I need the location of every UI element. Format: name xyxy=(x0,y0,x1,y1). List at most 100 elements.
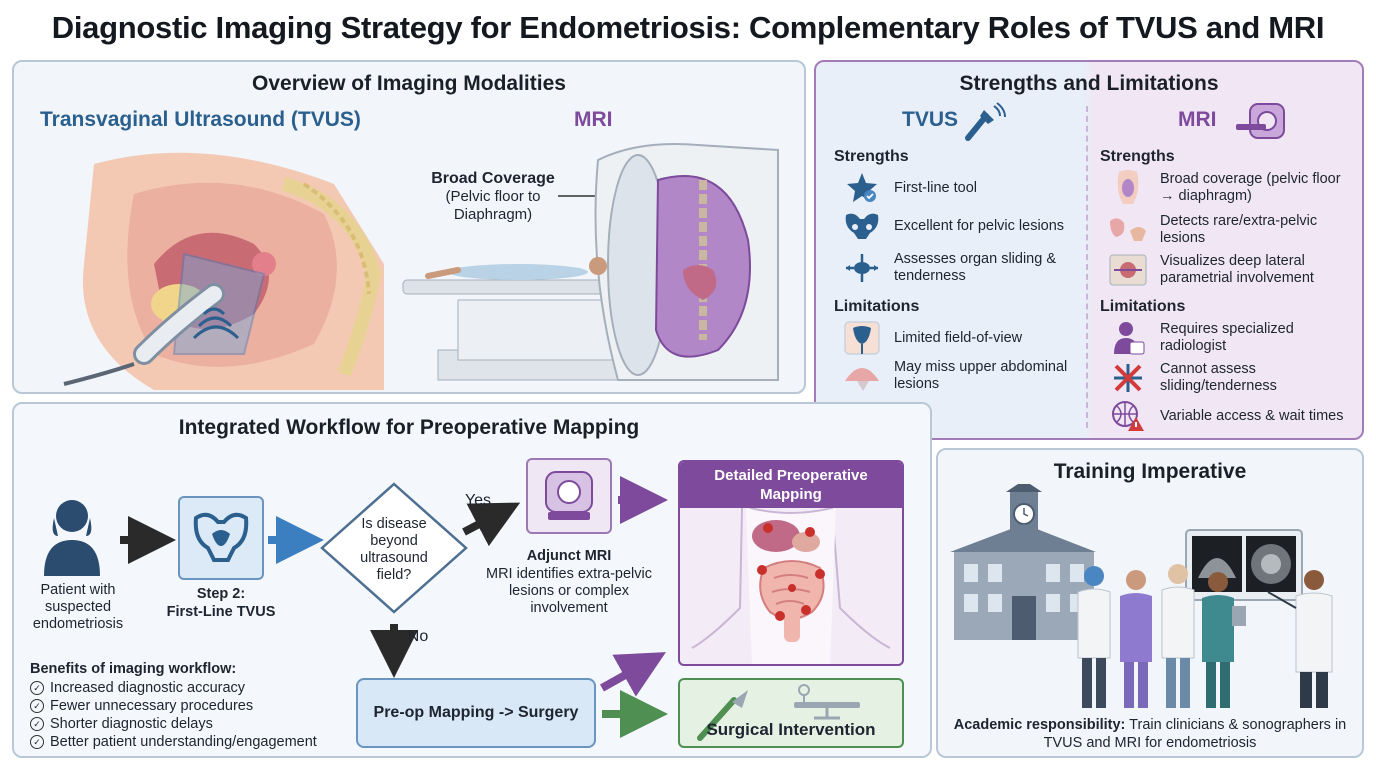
mri-limitation-item: Requires specialized radiologist xyxy=(1106,320,1356,356)
mri-limitation-item: Variable access & wait times xyxy=(1106,398,1362,434)
tvus-limitation-item: May miss upper abdominal lesions xyxy=(840,358,1070,394)
mri-scanner-illustration xyxy=(402,143,779,381)
benefit-item: ✓ Fewer unnecessary procedures xyxy=(30,697,317,715)
step2-subtitle: First-Line TVUS xyxy=(166,604,276,620)
mri-strength-item: Visualizes deep lateral parametrial invo… xyxy=(1106,252,1356,288)
mri-machine-icon xyxy=(545,471,593,520)
overview-title: Overview of Imaging Modalities xyxy=(252,72,566,95)
workflow-title: Integrated Workflow for Preoperative Map… xyxy=(178,416,640,439)
tvus-strengths-label: Strengths xyxy=(834,148,909,165)
tvus-heading: Transvaginal Ultrasound (TVUS) xyxy=(40,108,361,131)
benefit-text: Shorter diagnostic delays xyxy=(50,716,213,732)
ultrasound-probe-icon xyxy=(965,102,1006,141)
tvus-limitation-item: Limited field-of-view xyxy=(840,320,1070,356)
benefit-item: ✓ Shorter diagnostic delays xyxy=(30,715,317,733)
globe-warning-icon xyxy=(1106,398,1150,434)
scalpel-icon xyxy=(697,690,748,741)
coverage-sub: (Pelvic floor to Diaphragm) xyxy=(445,188,541,223)
star-check-icon xyxy=(840,170,884,206)
tvus-limitation-text: May miss upper abdominal lesions xyxy=(894,359,1068,392)
tvus-strength-text: Assesses organ sliding & tenderness xyxy=(894,251,1056,284)
mri-limitation-item: Cannot assess sliding/tenderness xyxy=(1106,360,1356,396)
surgical-intervention-label: Surgical Intervention xyxy=(706,720,876,739)
column-divider xyxy=(1086,106,1088,428)
tvus-anatomy-illustration xyxy=(63,152,384,390)
overview-panel: Overview of Imaging Modalities Transvagi… xyxy=(12,60,806,394)
step2-title: Step 2: xyxy=(196,586,246,602)
clinicians-group-illustration xyxy=(1077,564,1333,708)
page-title: Diagnostic Imaging Strategy for Endometr… xyxy=(51,10,1325,45)
torso-icon xyxy=(1106,170,1150,206)
detailed-mapping-title: Detailed Preoperative Mapping xyxy=(680,462,902,508)
mri-limitation-text: Variable access & wait times xyxy=(1160,407,1344,424)
body-lesion-map-illustration xyxy=(691,506,891,664)
decision-text: Is disease beyond ultrasound field? xyxy=(360,516,428,583)
mri-strength-item: Broad coverage (pelvic floor → diaphragm… xyxy=(1106,170,1356,206)
mri-limitation-text: Cannot assess sliding/tenderness xyxy=(1160,361,1277,394)
extra-pelvic-icon xyxy=(1106,212,1150,248)
detailed-mapping-box: Detailed Preoperative Mapping xyxy=(678,460,904,666)
coverage-label: Broad Coverage (Pelvic floor to Diaphrag… xyxy=(428,170,558,224)
tvus-strength-text: Excellent for pelvic lesions xyxy=(894,217,1065,234)
step2-box xyxy=(178,496,264,580)
tvus-strength-item: Excellent for pelvic lesions xyxy=(840,208,1070,244)
benefit-item: ✓ Better patient understanding/engagement xyxy=(30,733,317,751)
benefits-title: Benefits of imaging workflow: xyxy=(30,661,237,677)
benefit-text: Fewer unnecessary procedures xyxy=(50,698,254,714)
benefit-text: Increased diagnostic accuracy xyxy=(50,680,246,696)
yes-label: Yes xyxy=(464,492,492,509)
surgical-intervention-box: Surgical Intervention xyxy=(678,678,904,748)
adjunct-mri-text: MRI identifies extra-pelvic lesions or c… xyxy=(486,566,652,616)
tvus-column-heading: TVUS xyxy=(902,108,959,131)
training-body: Train clinicians & sonographers in TVUS … xyxy=(1043,717,1347,751)
mri-strength-text: Broad coverage (pelvic floor → diaphragm… xyxy=(1160,171,1341,204)
mri-column-heading: MRI xyxy=(1178,108,1217,131)
workflow-arrows xyxy=(120,476,668,738)
mri-machine-icon xyxy=(1236,103,1285,139)
coverage-title: Broad Coverage xyxy=(431,170,555,187)
mri-limitation-text: Requires specialized radiologist xyxy=(1160,321,1294,354)
mri-strength-text: Detects rare/extra-pelvic lesions xyxy=(1160,213,1318,246)
preop-mapping-box: Pre-op Mapping -> Surgery xyxy=(356,678,596,748)
strengths-title: Strengths and Limitations xyxy=(959,72,1219,95)
tvus-strength-item: First-line tool xyxy=(840,170,1070,206)
pelvis-icon xyxy=(840,208,884,244)
no-label: No xyxy=(407,628,429,645)
field-of-view-icon xyxy=(840,320,884,356)
crossed-arrows-icon xyxy=(1106,360,1150,396)
mri-heading: MRI xyxy=(574,108,613,131)
tvus-limitation-text: Limited field-of-view xyxy=(894,329,1023,346)
workflow-panel: Integrated Workflow for Preoperative Map… xyxy=(12,402,932,758)
tvus-limitations-label: Limitations xyxy=(834,298,920,315)
training-lead: Academic responsibility: xyxy=(953,717,1126,733)
tvus-strength-item: Assesses organ sliding & tenderness xyxy=(840,250,1076,286)
radiologist-icon xyxy=(1106,320,1150,356)
check-circle-icon: ✓ xyxy=(30,699,44,713)
patient-label: Patient with suspected endometriosis xyxy=(32,582,124,632)
mri-strength-text: Visualizes deep lateral parametrial invo… xyxy=(1160,253,1314,286)
tvus-strength-text: First-line tool xyxy=(894,179,977,196)
patient-icon xyxy=(44,500,100,576)
diaphragm-icon xyxy=(840,358,884,394)
parametrium-icon xyxy=(1106,252,1150,288)
benefit-text: Better patient understanding/engagement xyxy=(50,734,317,750)
check-circle-icon: ✓ xyxy=(30,735,44,749)
training-text: Academic responsibility: Train clinician… xyxy=(938,716,1362,752)
training-title: Training Imperative xyxy=(1053,460,1247,483)
check-circle-icon: ✓ xyxy=(30,681,44,695)
operating-table-icon xyxy=(794,684,860,720)
benefit-item: ✓ Increased diagnostic accuracy xyxy=(30,679,317,697)
mri-limitations-label: Limitations xyxy=(1100,298,1186,315)
university-building-illustration xyxy=(950,484,1096,640)
adjunct-mri-box xyxy=(526,458,612,534)
benefits-list: Benefits of imaging workflow: ✓ Increased… xyxy=(30,660,317,751)
check-circle-icon: ✓ xyxy=(30,717,44,731)
mri-strengths-label: Strengths xyxy=(1100,148,1175,165)
pelvis-icon xyxy=(193,512,249,562)
organ-sliding-icon xyxy=(840,250,884,286)
mri-strength-item: Detects rare/extra-pelvic lesions xyxy=(1106,212,1356,248)
decision-diamond xyxy=(320,482,468,614)
strengths-panel: Strengths and Limitations TVUS MRI Stren… xyxy=(814,60,1364,440)
adjunct-mri-title: Adjunct MRI xyxy=(526,548,612,564)
training-panel: Training Imperative xyxy=(936,448,1364,758)
